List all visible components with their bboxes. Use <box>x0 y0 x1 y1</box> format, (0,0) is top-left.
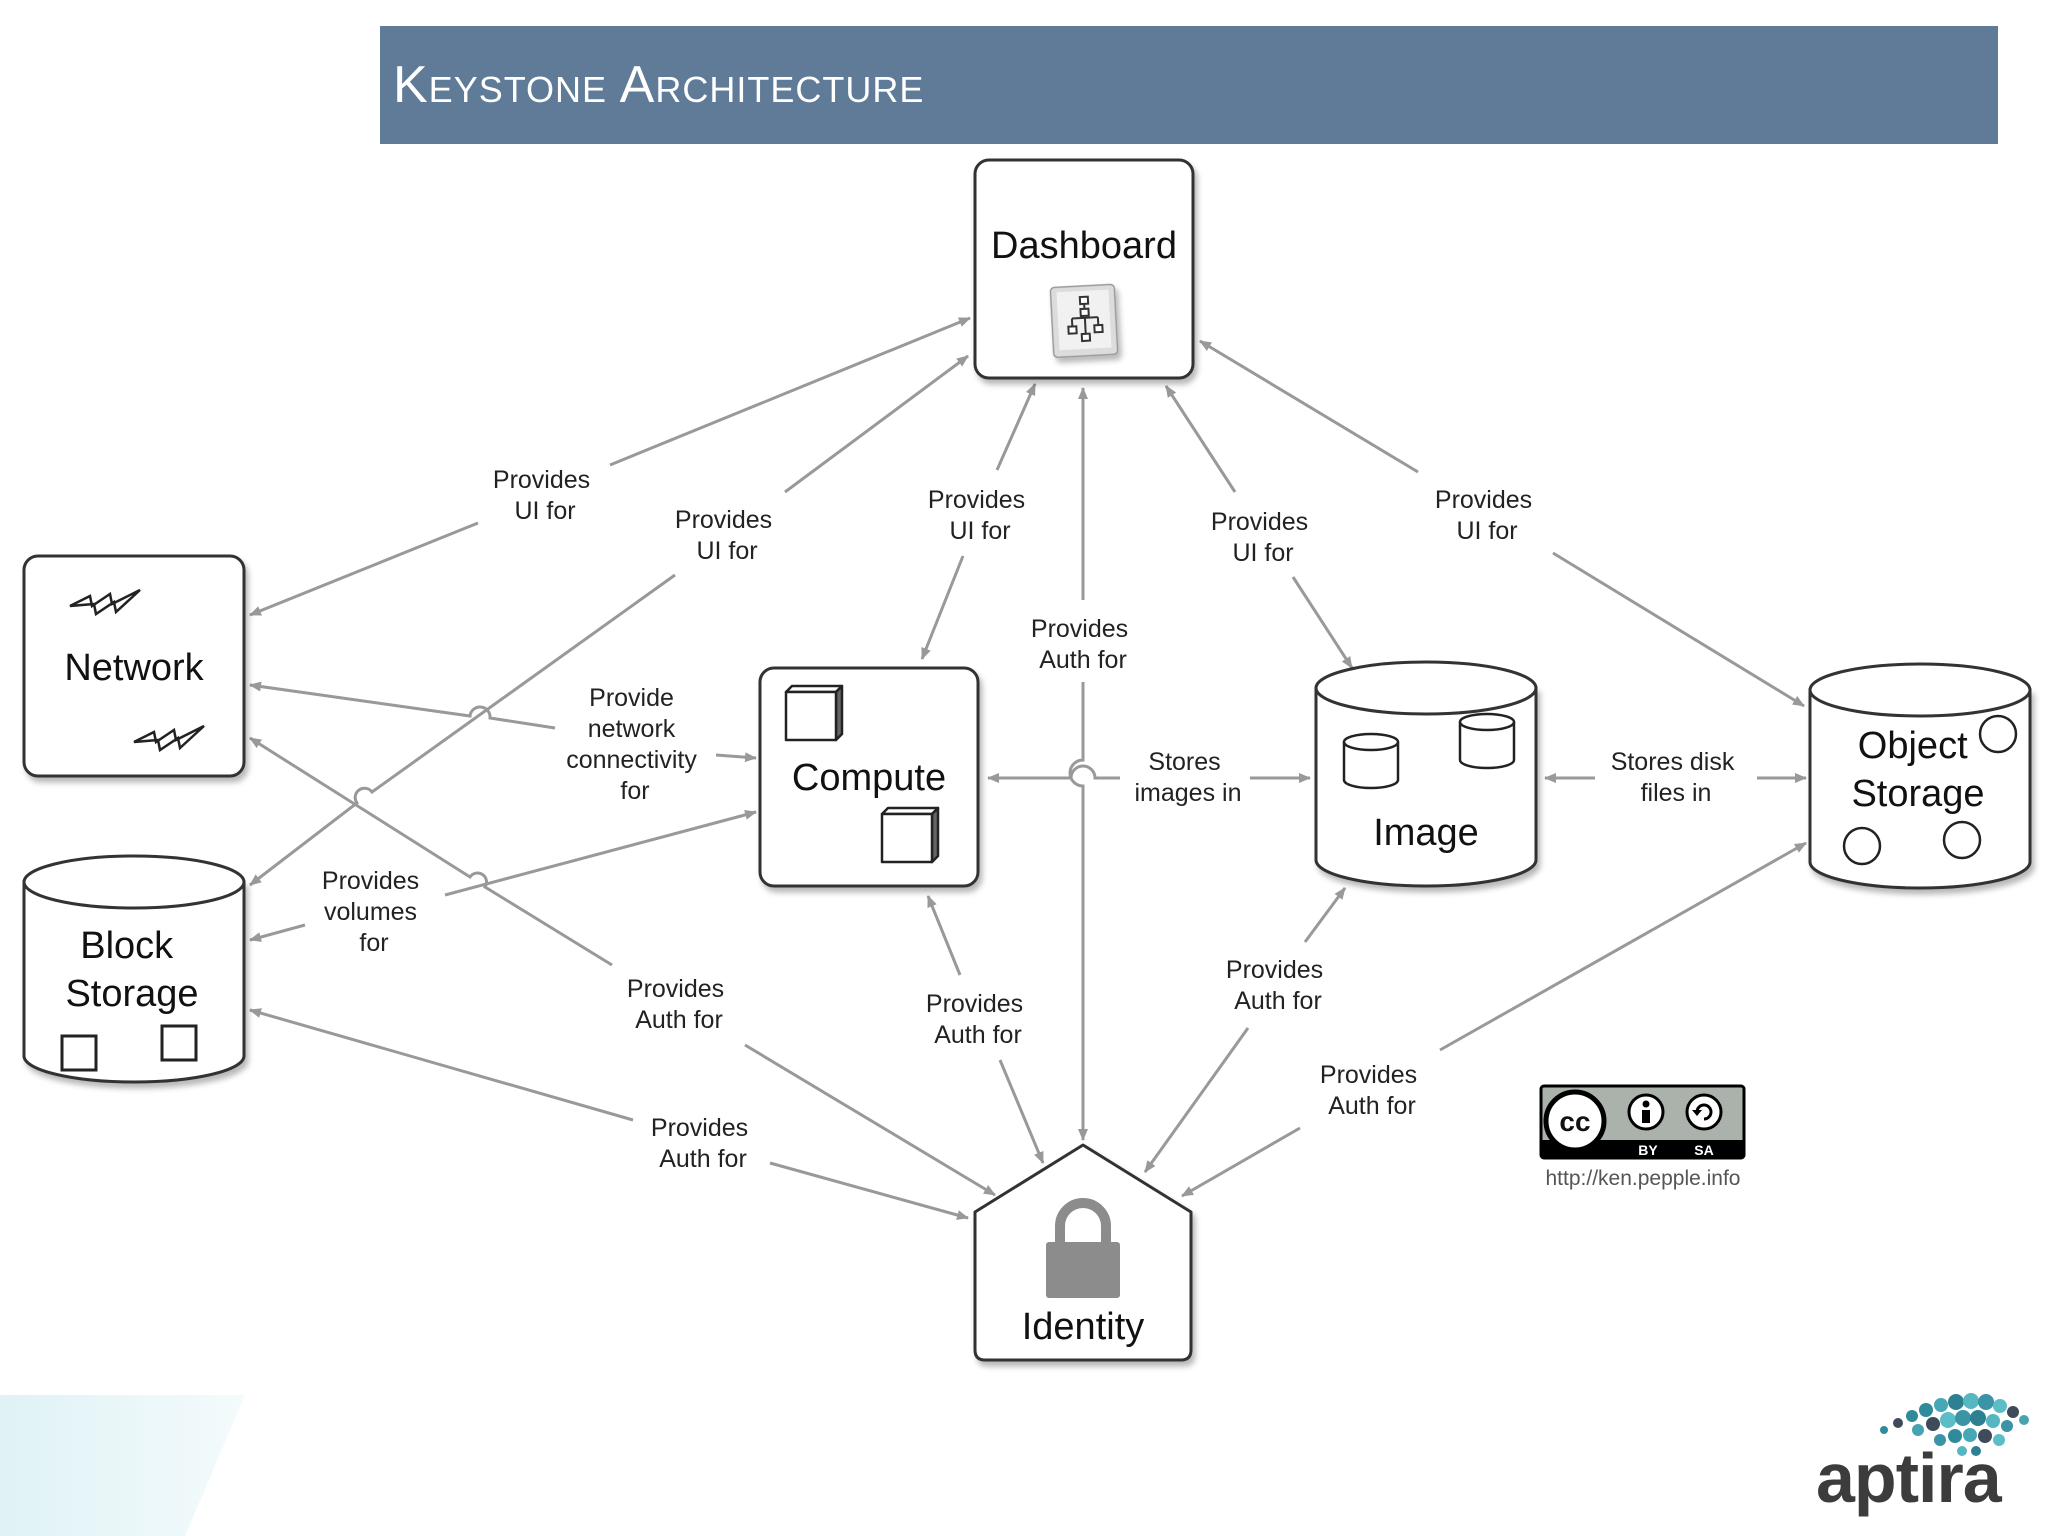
dashboard-icon <box>1049 283 1119 359</box>
edge-label-volumes-compute: Provides volumes for <box>322 867 426 957</box>
object-circle-icon <box>1842 826 1882 866</box>
edge-volumes-compute <box>249 810 757 942</box>
edge-auth-image <box>1143 887 1347 1173</box>
edge-label-auth-block: Provides Auth for <box>651 1114 755 1173</box>
node-dashboard[interactable]: Dashboard <box>973 158 1195 380</box>
lightning-icon <box>69 588 141 617</box>
edge-auth-compute <box>926 895 1045 1164</box>
edge-compute-image <box>987 764 1311 783</box>
node-compute[interactable]: Compute <box>758 666 980 888</box>
edge-ui-block <box>249 354 969 887</box>
aptira-logo: aptira <box>1816 1393 2029 1517</box>
cc-sa-label: SA <box>1694 1142 1713 1158</box>
edge-label-auth-network: Provides Auth for <box>627 975 731 1034</box>
edge-ui-compute <box>920 383 1037 660</box>
disk-image-icon <box>1342 732 1400 790</box>
node-label-dashboard: Dashboard <box>991 225 1177 267</box>
slide-title-bar: Keystone Architecture <box>380 26 1998 144</box>
edge-label-network-compute: Provide network connectivity for <box>566 684 704 805</box>
object-circle-icon <box>1978 714 2018 754</box>
lock-icon <box>1046 1198 1120 1298</box>
edge-label-ui-compute: Provides UI for <box>928 486 1032 545</box>
edge-label-image-object: Stores disk files in <box>1611 748 1742 807</box>
edge-label-ui-block: Provides UI for <box>675 506 779 565</box>
edge-ui-network <box>249 316 971 617</box>
edge-label-auth-object: Provides Auth for <box>1320 1061 1424 1120</box>
node-label-image: Image <box>1373 812 1479 854</box>
edge-auth-block <box>249 1008 969 1220</box>
edge-auth-network <box>249 736 996 1197</box>
node-identity[interactable]: Identity <box>973 1143 1193 1362</box>
block-square-icon <box>160 1024 198 1062</box>
node-label-compute: Compute <box>792 757 946 799</box>
cc-license-badge[interactable]: cc BY SA <box>1539 1084 1746 1160</box>
edge-auth-dashboard <box>1068 387 1088 1141</box>
edge-ui-image <box>1164 385 1354 669</box>
server-cube-icon <box>880 806 940 864</box>
edges <box>249 316 1807 1220</box>
corner-decoration <box>0 1395 245 1536</box>
object-circle-icon <box>1942 820 1982 860</box>
edge-label-auth-compute: Provides Auth for <box>926 990 1030 1049</box>
node-label-identity: Identity <box>1022 1306 1145 1348</box>
server-cube-icon <box>784 684 844 742</box>
edge-label-compute-image: Stores images in <box>1135 748 1242 807</box>
edge-label-ui-object: Provides UI for <box>1435 486 1539 545</box>
edge-auth-object <box>1181 841 1807 1198</box>
block-square-icon <box>60 1034 98 1072</box>
lightning-icon <box>133 724 205 753</box>
node-image[interactable]: Image <box>1314 660 1538 888</box>
cc-icon <box>1543 1089 1607 1153</box>
aptira-dots-icon <box>1880 1393 2029 1456</box>
edge-network-compute <box>249 681 757 763</box>
edge-label-ui-image: Provides UI for <box>1211 508 1315 567</box>
edge-label-auth-image: Provides Auth for <box>1226 956 1330 1015</box>
node-object-storage[interactable]: Object Storage <box>1808 662 2032 890</box>
credit-url[interactable]: http://ken.pepple.info <box>1546 1167 1741 1190</box>
edge-ui-object <box>1199 339 1805 708</box>
node-label-block-storage: Block Storage <box>65 925 198 1015</box>
edge-label-ui-network: Provides UI for <box>493 466 597 525</box>
cc-by-label: BY <box>1638 1142 1658 1158</box>
edge-label-auth-dashboard: Provides Auth for <box>1031 615 1135 674</box>
share-alike-icon <box>1685 1093 1723 1131</box>
slide-title: Keystone Architecture <box>393 56 925 114</box>
node-network[interactable]: Network <box>22 554 246 778</box>
node-label-network: Network <box>64 647 204 689</box>
node-label-object-storage: Object Storage <box>1851 725 1984 815</box>
node-block-storage[interactable]: Block Storage <box>22 854 246 1084</box>
cc-icon-label: cc <box>1559 1106 1590 1137</box>
disk-image-icon <box>1458 712 1516 770</box>
aptira-wordmark: aptira <box>1816 1439 2003 1517</box>
